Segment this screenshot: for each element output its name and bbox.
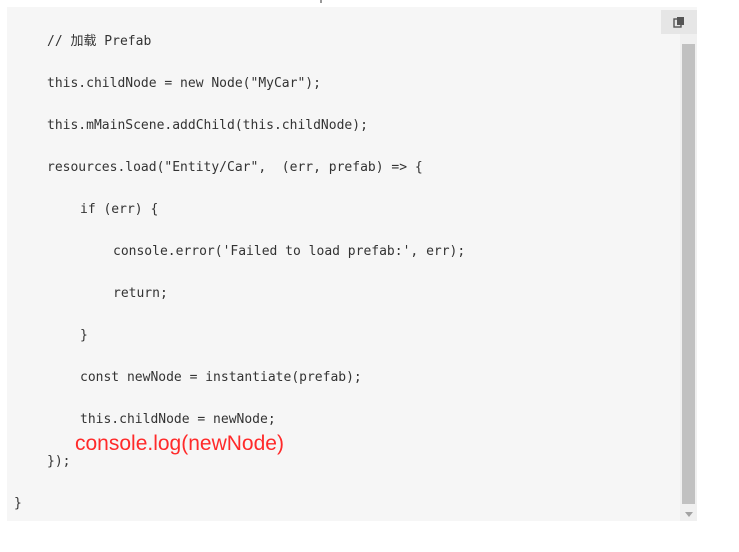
- code-line-close-callback: });: [47, 454, 71, 469]
- copy-icon: [673, 16, 685, 28]
- code-line-close-function: }: [14, 496, 22, 511]
- code-line-add-child: this.mMainScene.addChild(this.childNode)…: [47, 118, 368, 133]
- code-line-assign-child: this.childNode = newNode;: [80, 412, 276, 427]
- scrollbar-thumb[interactable]: [682, 44, 695, 504]
- code-line-return: return;: [113, 286, 168, 301]
- copy-code-button[interactable]: [661, 10, 697, 34]
- code-line-resources-load: resources.load("Entity/Car", (err, prefa…: [47, 160, 423, 175]
- code-block: // 加载 Prefab this.childNode = new Node("…: [7, 7, 697, 521]
- code-line-instantiate: const newNode = instantiate(prefab);: [80, 370, 362, 385]
- code-line-close-if: }: [80, 328, 88, 343]
- top-edge-mark: [320, 0, 322, 3]
- vertical-scrollbar[interactable]: [680, 34, 697, 521]
- code-line-console-error: console.error('Failed to load prefab:', …: [113, 244, 466, 259]
- handwritten-annotation: console.log(newNode): [75, 432, 284, 455]
- code-line-create-node: this.childNode = new Node("MyCar");: [47, 76, 321, 91]
- code-line-comment: // 加载 Prefab: [47, 34, 152, 49]
- scroll-down-arrow-icon[interactable]: [680, 507, 697, 521]
- code-line-if-err: if (err) {: [80, 202, 159, 217]
